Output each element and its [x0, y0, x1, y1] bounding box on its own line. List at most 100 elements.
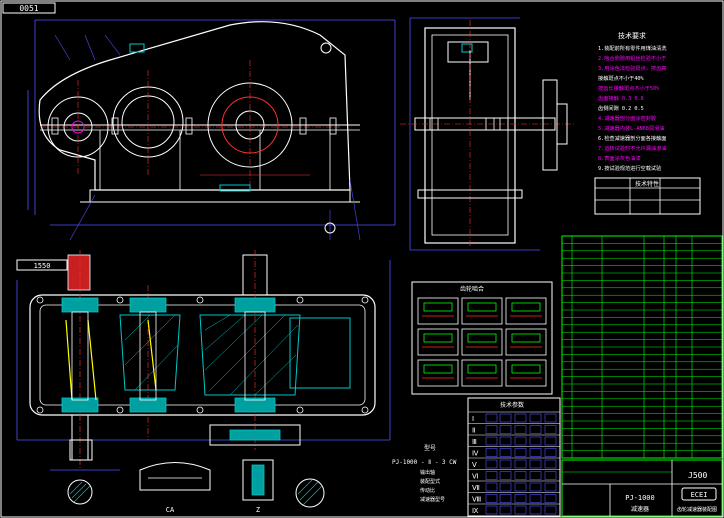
housing-base — [89, 189, 351, 203]
param-cell — [485, 482, 498, 492]
param-cell — [514, 413, 527, 423]
scale-value: J500 — [688, 471, 707, 480]
perf-table-title: 技术特性 — [635, 180, 659, 188]
parts-list — [561, 235, 723, 459]
param-row-label: Ⅰ — [472, 415, 474, 423]
tech-req-line: 3.用涂色法检验斑点，按齿高 — [598, 64, 667, 72]
tech-req-line: 6.检查减速器剖分面各接触面 — [598, 134, 667, 142]
param-row-label: Ⅱ — [472, 427, 475, 435]
param-cell — [499, 482, 512, 492]
mesh-cells — [417, 297, 547, 387]
tech-req-line: 8.表面涂灰色油漆 — [598, 154, 641, 162]
param-cell — [544, 459, 557, 469]
param-cell — [514, 459, 527, 469]
tech-req-line: 1.装配前所有零件用煤油清洗 — [598, 44, 667, 52]
mesh-contact-patch — [467, 364, 497, 374]
param-cell — [544, 413, 557, 423]
param-row-label: Ⅳ — [472, 450, 479, 458]
performance-table: 技术特性 — [594, 177, 701, 215]
model-label: 型号 — [424, 444, 436, 452]
param-cell — [485, 436, 498, 446]
mesh-contact-patch — [423, 364, 453, 374]
param-cell — [485, 505, 498, 515]
tech-req-line: 7.运转试验时不允许漏油渗油 — [598, 144, 667, 152]
tech-req-line: 齿面接触 0.3 0.8 — [598, 94, 644, 102]
detail-key-view — [139, 462, 211, 491]
param-cell — [485, 413, 498, 423]
param-cell — [514, 505, 527, 515]
param-cell — [529, 459, 542, 469]
param-row-label: Ⅴ — [472, 461, 477, 469]
company-logo: ECEI — [691, 491, 708, 499]
param-cell — [529, 425, 542, 434]
tech-req-title: 技术要求 — [618, 31, 646, 40]
param-cell — [544, 471, 557, 480]
housing-outline — [38, 21, 351, 191]
param-row-label: Ⅶ — [472, 484, 480, 492]
param-cell — [544, 448, 557, 457]
title-block: J500 PJ-1000 减速器 ECEI 齿轮减速器装配图 — [561, 459, 723, 517]
param-cell — [529, 448, 542, 457]
plan-housing — [29, 294, 376, 416]
mesh-cell — [461, 297, 503, 325]
mesh-contact-patch — [423, 333, 453, 343]
part-name: 减速器 — [631, 505, 649, 513]
param-cell — [544, 425, 557, 434]
tech-req-line: 按齿长接触斑点不小于50% — [598, 84, 660, 92]
param-cell — [529, 436, 542, 446]
mesh-cell — [505, 297, 547, 325]
param-cell — [514, 482, 527, 492]
param-cell — [485, 471, 498, 480]
input-shaft-end — [67, 254, 91, 291]
side-view — [400, 17, 575, 251]
param-cell — [529, 505, 542, 515]
gear-sections — [119, 314, 351, 396]
param-cell — [529, 482, 542, 492]
section-label-ca: CA — [166, 506, 175, 514]
param-cell — [514, 425, 527, 434]
detail-views: CA Z — [67, 459, 325, 514]
param-cell — [514, 436, 527, 446]
mesh-contact-patch — [467, 333, 497, 343]
model-note: 装配型式 — [420, 478, 440, 485]
param-cell — [514, 471, 527, 480]
mesh-cell — [417, 328, 459, 356]
param-row-label: Ⅵ — [472, 473, 478, 481]
param-cell — [514, 494, 527, 503]
mesh-contact-patch — [423, 302, 453, 312]
technical-requirements: 技术要求 1.装配前所有零件用煤油清洗2.啮合侧隙用铅丝检验不小于3.用涂色法检… — [598, 31, 667, 172]
param-cell — [499, 471, 512, 480]
mesh-contact-patch — [511, 364, 541, 374]
params-title: 技术参数 — [500, 401, 524, 409]
model-note: 输出轴 — [420, 469, 435, 476]
model-note: 减速器型号 — [420, 496, 445, 503]
model-note: 传动比 — [420, 487, 435, 494]
param-cell — [485, 494, 498, 503]
mesh-cell — [417, 359, 459, 387]
mesh-cell — [505, 359, 547, 387]
tech-req-line: 4.减速器剖分面涂密封胶 — [598, 114, 656, 122]
tech-req-line: 5.减速器内装L-AN68润滑油 — [598, 124, 665, 132]
param-cell — [544, 482, 557, 492]
param-cell — [499, 436, 512, 446]
drawing-subtitle: 齿轮减速器装配图 — [677, 506, 717, 513]
mesh-cell — [461, 359, 503, 387]
param-cell — [499, 459, 512, 469]
model-code: PJ-1000 - Ⅱ - 3 CW — [392, 459, 457, 466]
param-row-label: Ⅲ — [472, 438, 477, 446]
view-top-tag: 1550 — [34, 262, 51, 270]
frame-tag: 0051 — [19, 4, 38, 13]
param-cell — [514, 448, 527, 457]
param-cell — [529, 494, 542, 503]
tech-req-line: 接触斑点不小于40% — [598, 74, 645, 82]
mesh-cell — [461, 328, 503, 356]
param-cell — [499, 425, 512, 434]
mesh-contact-patch — [511, 302, 541, 312]
mesh-contact-patch — [511, 333, 541, 343]
plan-section-view: 1550 — [16, 250, 391, 471]
